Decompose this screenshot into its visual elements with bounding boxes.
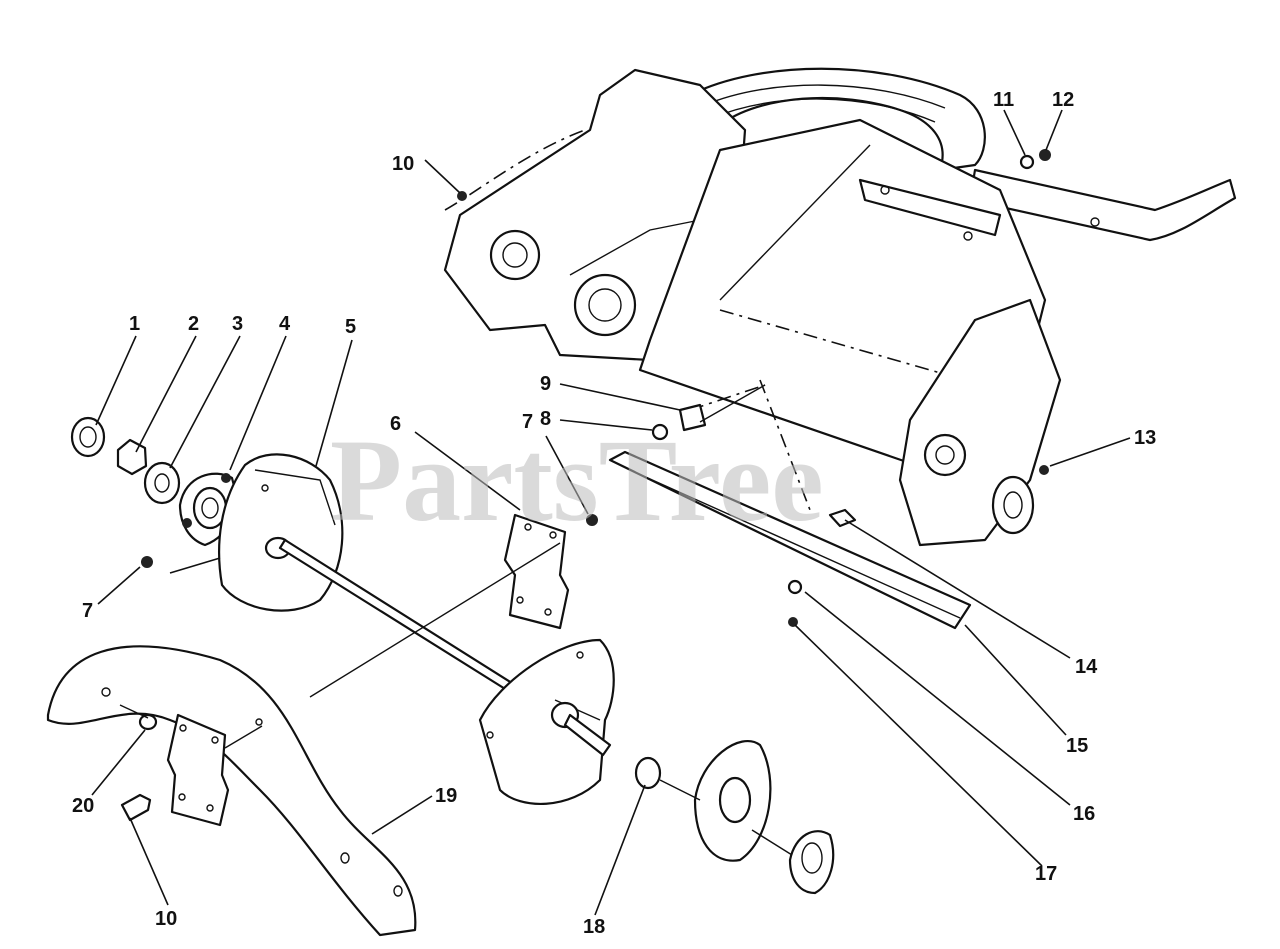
callout-19: 19 <box>435 785 457 807</box>
callout-14: 14 <box>1075 656 1098 678</box>
auger-plate-right <box>478 638 662 806</box>
callout-10-bottom: 10 <box>155 908 177 930</box>
callout-1: 1 <box>129 313 140 335</box>
alignment-lines <box>119 384 793 856</box>
callout-8-label: 8 <box>540 408 551 430</box>
bracket-6 <box>503 513 570 630</box>
flange-bearing-right <box>693 739 835 895</box>
callout-7-right: 7 <box>522 411 533 433</box>
callout-16: 16 <box>1073 803 1095 825</box>
callout-15: 15 <box>1066 735 1088 757</box>
auger-housing <box>443 67 1237 630</box>
leader-lines <box>91 109 1131 916</box>
callout-7-left: 7 <box>82 600 93 622</box>
auger-plate-left <box>218 453 517 694</box>
hardware <box>141 149 1051 627</box>
callout-3: 3 <box>232 313 243 335</box>
callout-labels: 1 2 3 4 5 6 7 7 8 9 10 10 11 12 13 14 15… <box>72 89 1156 938</box>
watermark: PartsTree <box>330 415 824 546</box>
callout-10-top: 10 <box>392 153 414 175</box>
callout-4: 4 <box>279 313 291 335</box>
bearing-stack-left <box>70 416 236 547</box>
callout-11: 11 <box>993 89 1014 111</box>
callout-9: 9 <box>540 373 551 395</box>
callout-13: 13 <box>1134 427 1156 449</box>
callout-2: 2 <box>188 313 199 335</box>
auger-blade-19 <box>46 645 417 937</box>
callout-17: 17 <box>1035 863 1057 885</box>
callout-18: 18 <box>583 916 605 938</box>
callout-12: 12 <box>1052 89 1074 111</box>
callout-6: 6 <box>390 413 401 435</box>
callout-5: 5 <box>345 316 356 338</box>
callout-20: 20 <box>72 795 94 817</box>
